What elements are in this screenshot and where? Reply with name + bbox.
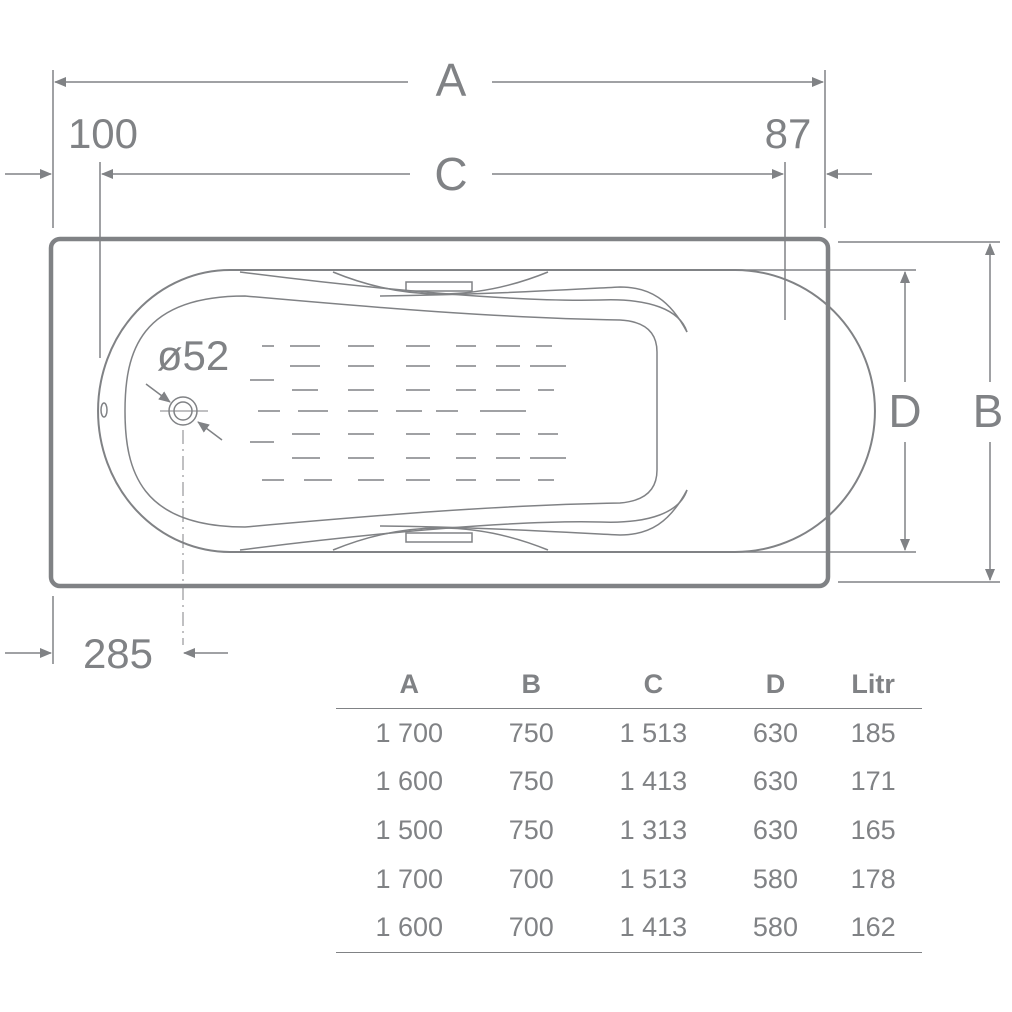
table-cell: 630 bbox=[752, 717, 798, 748]
table-cell: 1 600 bbox=[375, 766, 444, 797]
table-cell: 171 bbox=[850, 766, 896, 797]
table-row: 1 700 700 1 513 580 178 bbox=[336, 855, 922, 904]
drain-diameter-arrow-1 bbox=[145, 383, 171, 403]
table-cell: 750 bbox=[508, 766, 554, 797]
column-header: A bbox=[336, 660, 483, 709]
table-cell: 1 413 bbox=[580, 903, 727, 953]
bathtub-headrest-contour-top bbox=[239, 271, 688, 333]
table-cell: 750 bbox=[508, 717, 554, 748]
bathtub-headrest-contour-bottom-2 bbox=[379, 489, 688, 536]
table-cell: 1 500 bbox=[375, 814, 444, 845]
bathtub-headrest-contour-bottom bbox=[239, 489, 688, 551]
table-cell: 700 bbox=[482, 903, 581, 953]
column-header: Litr bbox=[824, 660, 922, 709]
bathtub-headrest-contour-top-2 bbox=[379, 286, 688, 333]
dimensions-table: A B C D Litr 1 700 750 1 513 630 185 1 6… bbox=[336, 660, 922, 953]
dim-label-b: B bbox=[973, 385, 1004, 437]
handle-top bbox=[405, 281, 473, 292]
table-row: 1 600 700 1 413 580 162 bbox=[336, 903, 922, 953]
handle-recess-bottom bbox=[332, 527, 549, 551]
handle-bottom bbox=[405, 532, 473, 543]
table-cell: 700 bbox=[508, 863, 554, 894]
table-cell: 178 bbox=[850, 863, 896, 894]
dim-label-c: C bbox=[434, 148, 467, 200]
overflow-hole bbox=[100, 402, 108, 418]
anti-slip-pattern bbox=[250, 345, 566, 481]
bathtub-outer-rim bbox=[48, 236, 831, 589]
bathtub-inner-basin bbox=[97, 269, 876, 553]
table-cell: 162 bbox=[824, 903, 922, 953]
column-header: D bbox=[726, 660, 825, 709]
table-cell: 1 600 bbox=[336, 903, 483, 953]
column-header: C bbox=[580, 660, 727, 709]
dim-label-drain-offset: 285 bbox=[83, 630, 153, 677]
table-cell: 580 bbox=[752, 863, 798, 894]
bathtub-bottom-floor bbox=[124, 295, 658, 528]
dim-label-d: D bbox=[888, 385, 921, 437]
table-cell: 1 700 bbox=[375, 863, 444, 894]
table-cell: 630 bbox=[752, 766, 798, 797]
dim-label-drain-diameter: ø52 bbox=[157, 332, 229, 379]
table-cell: 750 bbox=[508, 814, 554, 845]
column-header: B bbox=[482, 660, 581, 709]
table-cell: 630 bbox=[752, 814, 798, 845]
table-row: 1 500 750 1 313 630 165 bbox=[336, 806, 922, 855]
table-cell: 580 bbox=[726, 903, 825, 953]
drain-diameter-arrow-2 bbox=[197, 421, 223, 441]
table-cell: 1 413 bbox=[619, 766, 688, 797]
dim-label-a: A bbox=[436, 54, 467, 106]
dim-label-right-offset: 87 bbox=[765, 110, 812, 157]
dim-label-left-offset: 100 bbox=[68, 110, 138, 157]
table-cell: 165 bbox=[850, 814, 896, 845]
table-row: 1 600 750 1 413 630 171 bbox=[336, 758, 922, 807]
table-cell: 1 513 bbox=[619, 863, 688, 894]
table-cell: 1 313 bbox=[619, 814, 688, 845]
table-cell: 1 700 bbox=[375, 717, 444, 748]
table-header-row: A B C D Litr bbox=[336, 660, 922, 709]
table-row: 1 700 750 1 513 630 185 bbox=[336, 709, 922, 758]
handle-recess-top bbox=[332, 271, 549, 295]
table-cell: 1 513 bbox=[619, 717, 688, 748]
table-cell: 185 bbox=[850, 717, 896, 748]
